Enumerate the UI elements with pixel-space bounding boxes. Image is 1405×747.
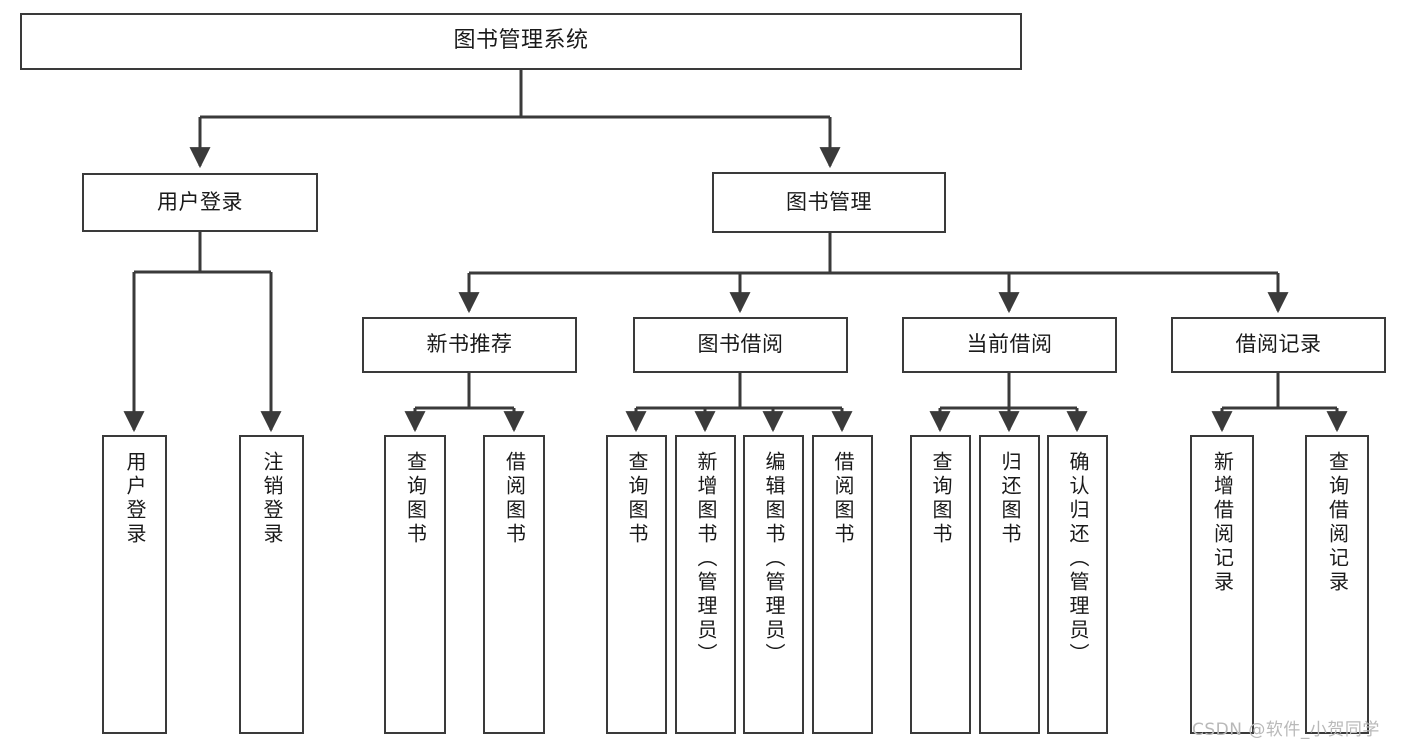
node-leaf-edit-book[interactable]: 编辑图书（管理员） bbox=[743, 435, 804, 734]
node-user-login[interactable]: 用户登录 bbox=[82, 173, 318, 232]
node-book-borrow-label: 图书借阅 bbox=[697, 332, 784, 357]
csdn-watermark: CSDN @软件_小贺同学 bbox=[1192, 720, 1380, 740]
node-leaf-user-login-label: 用户登录 bbox=[123, 451, 147, 547]
node-leaf-query-record[interactable]: 查询借阅记录 bbox=[1305, 435, 1369, 734]
node-leaf-query-book-3[interactable]: 查询图书 bbox=[910, 435, 971, 734]
node-leaf-borrow-book-1[interactable]: 借阅图书 bbox=[483, 435, 545, 734]
node-root-label: 图书管理系统 bbox=[453, 28, 589, 54]
node-leaf-query-record-label: 查询借阅记录 bbox=[1325, 451, 1350, 595]
node-leaf-add-record-label: 新增借阅记录 bbox=[1210, 451, 1235, 595]
node-leaf-edit-book-label: 编辑图书（管理员） bbox=[762, 451, 786, 667]
node-borrow-record[interactable]: 借阅记录 bbox=[1171, 317, 1386, 373]
node-current-borrow[interactable]: 当前借阅 bbox=[902, 317, 1117, 373]
node-root[interactable]: 图书管理系统 bbox=[20, 13, 1022, 70]
node-leaf-borrow-book-2-label: 借阅图书 bbox=[831, 451, 855, 547]
node-borrow-record-label: 借阅记录 bbox=[1235, 332, 1322, 357]
node-leaf-borrow-book-2[interactable]: 借阅图书 bbox=[812, 435, 873, 734]
node-leaf-query-book-2[interactable]: 查询图书 bbox=[606, 435, 667, 734]
node-leaf-query-book-2-label: 查询图书 bbox=[625, 451, 649, 547]
node-leaf-logout-login-label: 注销登录 bbox=[260, 451, 284, 547]
node-leaf-query-book-1[interactable]: 查询图书 bbox=[384, 435, 446, 734]
node-leaf-query-book-3-label: 查询图书 bbox=[929, 451, 953, 547]
node-book-borrow[interactable]: 图书借阅 bbox=[633, 317, 848, 373]
node-book-management[interactable]: 图书管理 bbox=[712, 172, 946, 233]
node-user-login-label: 用户登录 bbox=[157, 189, 243, 214]
node-leaf-query-book-1-label: 查询图书 bbox=[403, 451, 428, 547]
node-leaf-add-book[interactable]: 新增图书（管理员） bbox=[675, 435, 736, 734]
node-new-book-recommend-label: 新书推荐 bbox=[426, 332, 513, 357]
node-leaf-return-book-label: 归还图书 bbox=[998, 451, 1022, 547]
node-leaf-return-book[interactable]: 归还图书 bbox=[979, 435, 1040, 734]
node-new-book-recommend[interactable]: 新书推荐 bbox=[362, 317, 577, 373]
node-leaf-confirm-return-label: 确认归还（管理员） bbox=[1066, 451, 1090, 667]
node-leaf-logout-login[interactable]: 注销登录 bbox=[239, 435, 304, 734]
node-leaf-add-record[interactable]: 新增借阅记录 bbox=[1190, 435, 1254, 734]
node-current-borrow-label: 当前借阅 bbox=[966, 332, 1053, 357]
node-leaf-user-login[interactable]: 用户登录 bbox=[102, 435, 167, 734]
node-leaf-confirm-return[interactable]: 确认归还（管理员） bbox=[1047, 435, 1108, 734]
node-book-management-label: 图书管理 bbox=[786, 189, 872, 214]
node-leaf-borrow-book-1-label: 借阅图书 bbox=[502, 451, 527, 547]
node-leaf-add-book-label: 新增图书（管理员） bbox=[694, 451, 718, 667]
